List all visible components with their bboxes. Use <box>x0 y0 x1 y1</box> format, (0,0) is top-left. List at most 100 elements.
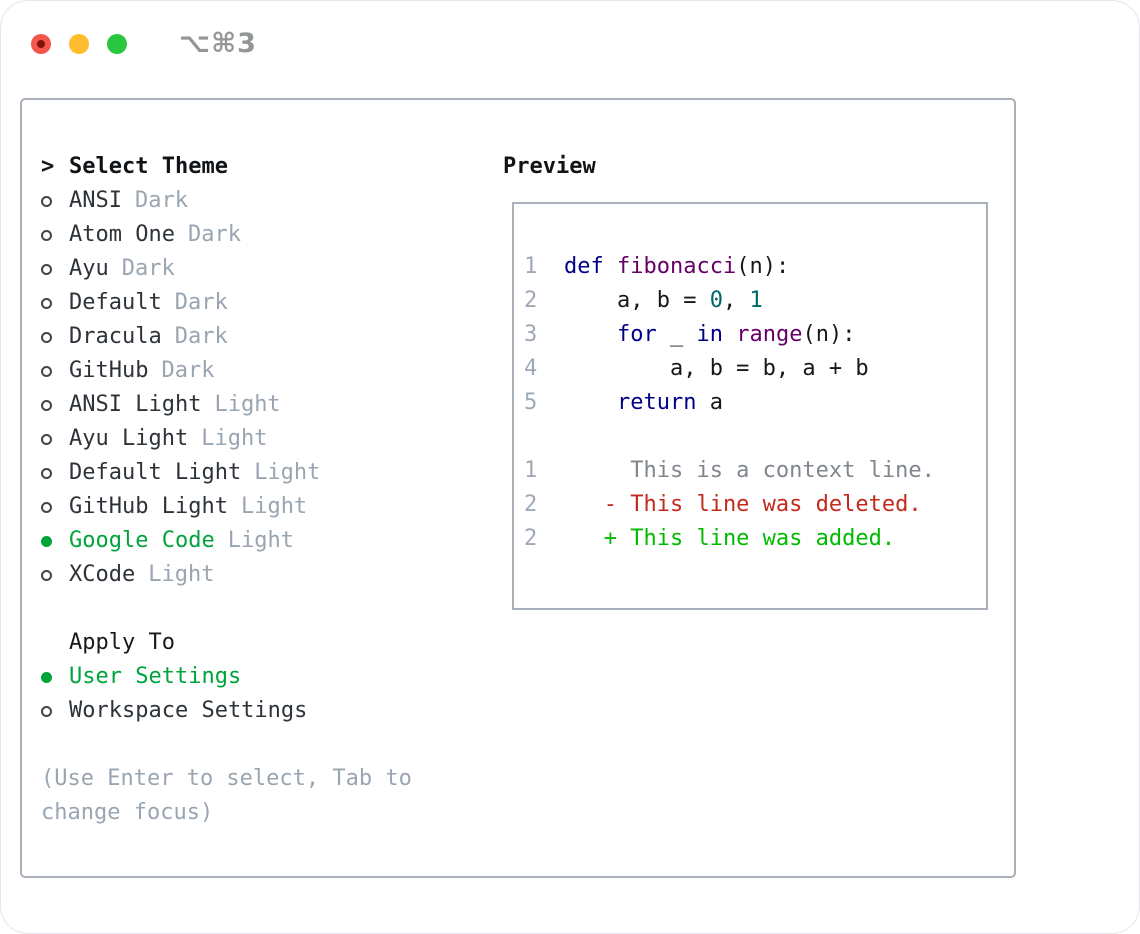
apply-option-workspace-settings[interactable]: Workspace Settings <box>41 694 503 728</box>
radio-icon <box>41 399 69 411</box>
theme-option-dracula-dark[interactable]: Dracula Dark <box>41 320 503 354</box>
radio-icon <box>41 467 69 479</box>
theme-option-xcode-light[interactable]: XCode Light <box>41 558 503 592</box>
select-theme-title: Select Theme <box>69 154 228 179</box>
theme-variant: Light <box>201 426 268 451</box>
preview-header-row: Preview <box>503 150 1014 184</box>
theme-variant: Dark <box>187 222 241 247</box>
theme-name: XCode <box>69 562 136 587</box>
code-line: 1 def fibonacci(n): <box>524 250 986 284</box>
apply-to-title: Apply To <box>69 630 175 655</box>
zoom-button[interactable] <box>107 33 127 54</box>
line-number: 1 <box>524 254 538 279</box>
radio-icon <box>41 705 69 717</box>
apply-option-label: User Settings <box>69 664 242 689</box>
theme-name: Ayu Light <box>69 426 189 451</box>
code-segment-plain: (n): <box>736 254 790 279</box>
theme-name: GitHub Light <box>69 494 228 519</box>
select-theme-header-row: > Select Theme <box>41 150 503 184</box>
line-number: 2 <box>524 526 538 551</box>
code-segment-kw: return <box>616 390 697 415</box>
code-segment-plain: _ <box>656 322 697 347</box>
radio-selected-icon <box>41 535 69 547</box>
theme-name: Ayu <box>69 256 109 281</box>
line-number: 2 <box>524 492 538 517</box>
code-line: 2 + This line was added. <box>524 522 986 556</box>
theme-option-github-dark[interactable]: GitHub Dark <box>41 354 503 388</box>
code-segment-kw: def <box>564 254 604 279</box>
recording-dot-icon <box>37 39 45 48</box>
code-segment-fn: range <box>736 322 803 347</box>
theme-option-default-dark[interactable]: Default Dark <box>41 286 503 320</box>
apply-to-header-row: Apply To <box>41 626 503 660</box>
window-shortcut-title: ⌥⌘3 <box>179 28 257 59</box>
apply-option-label: Workspace Settings <box>69 698 308 723</box>
radio-icon <box>41 433 69 445</box>
theme-name: Atom One <box>69 222 175 247</box>
theme-option-ayu-dark[interactable]: Ayu Dark <box>41 252 503 286</box>
close-button[interactable] <box>31 33 51 54</box>
radio-icon <box>41 195 69 207</box>
code-segment-plain: a <box>696 390 723 415</box>
code-segment-plain: a, b = b, a + b <box>564 356 869 381</box>
radio-icon <box>41 501 69 513</box>
theme-variant: Light <box>240 494 308 519</box>
line-number: 5 <box>524 390 538 415</box>
theme-variant: Light <box>148 562 215 587</box>
minimize-button[interactable] <box>69 33 89 54</box>
code-segment-plain: a, b = <box>564 288 710 313</box>
line-number: 1 <box>524 458 538 483</box>
theme-variant: Light <box>214 392 281 417</box>
theme-option-github-light-light[interactable]: GitHub Light Light <box>41 490 503 524</box>
code-line: 4 a, b = b, a + b <box>524 352 986 386</box>
theme-name: Default <box>69 290 162 315</box>
theme-variant: Dark <box>121 256 175 281</box>
radio-icon <box>41 229 69 241</box>
theme-variant: Dark <box>161 358 215 383</box>
radio-selected-icon <box>41 671 69 683</box>
theme-option-ayu-light-light[interactable]: Ayu Light Light <box>41 422 503 456</box>
code-segment-fn: fibonacci <box>617 254 737 279</box>
code-segment-plain: (n): <box>802 322 856 347</box>
radio-icon <box>41 365 69 377</box>
code-line <box>524 420 986 454</box>
theme-name: ANSI Light <box>69 392 202 417</box>
code-segment-ctx: This is a context line. <box>564 458 935 483</box>
radio-icon <box>41 331 69 343</box>
code-segment-plain <box>723 318 736 352</box>
theme-option-atom-one-dark[interactable]: Atom One Dark <box>41 218 503 252</box>
line-number: 3 <box>524 322 538 347</box>
theme-variant: Dark <box>174 290 228 315</box>
theme-variant: Light <box>254 460 321 485</box>
theme-option-ansi-light-light[interactable]: ANSI Light Light <box>41 388 503 422</box>
code-segment-kw: for <box>616 322 657 347</box>
code-segment-num: 0 <box>709 288 723 313</box>
code-line: 5 return a <box>524 386 986 420</box>
theme-variant: Dark <box>134 188 188 213</box>
radio-icon <box>41 569 69 581</box>
theme-variant: Dark <box>174 324 228 349</box>
code-line: 2 - This line was deleted. <box>524 488 986 522</box>
preview-title: Preview <box>503 154 596 179</box>
code-segment-plain <box>564 386 617 420</box>
code-segment-kw: in <box>696 322 723 347</box>
code-segment-plain <box>564 318 617 352</box>
line-number: 2 <box>524 288 538 313</box>
theme-name: Dracula <box>69 324 162 349</box>
apply-option-user-settings[interactable]: User Settings <box>41 660 503 694</box>
theme-name: GitHub <box>69 358 149 383</box>
code-segment-add: + This line was added. <box>564 526 896 551</box>
code-line: 1 This is a context line. <box>524 454 986 488</box>
code-segment-plain: , <box>722 288 750 313</box>
theme-name: Google Code <box>69 528 215 553</box>
radio-icon <box>41 297 69 309</box>
